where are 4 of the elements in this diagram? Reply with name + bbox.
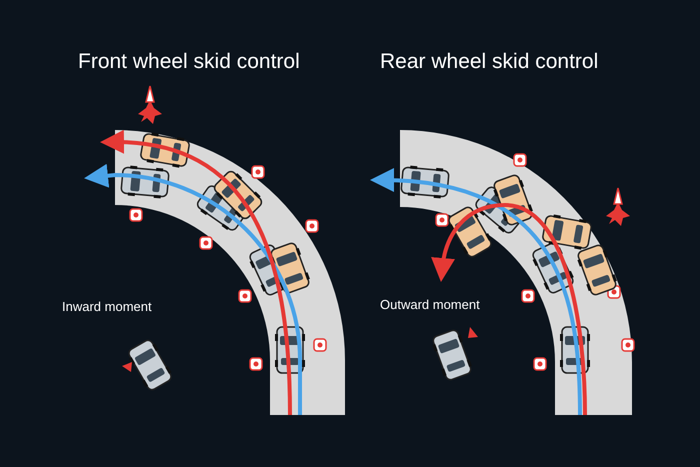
panel-heading: Rear wheel skid control	[380, 49, 598, 75]
moment-label: Outward moment	[380, 296, 480, 314]
moment-label: Inward moment	[62, 298, 152, 316]
panel-heading: Front wheel skid control	[78, 49, 300, 75]
